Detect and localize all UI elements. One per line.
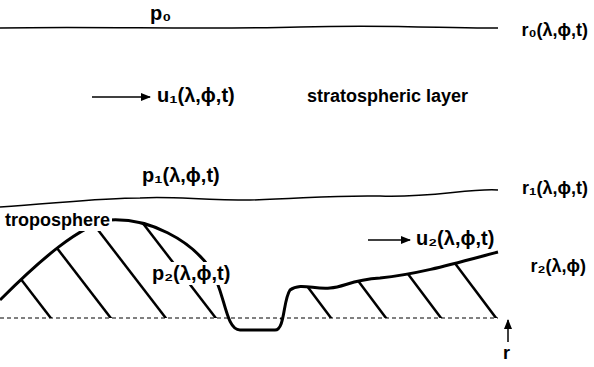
u2-arrow [368,239,410,241]
ground-hatching [0,200,505,330]
tropopause [0,190,498,207]
top-boundary [0,26,498,28]
layer-name: stratospheric layer [305,86,470,107]
pressure-label: p₀ [148,2,173,25]
pressure-label: p₂(λ,ϕ,t) [150,262,232,285]
layer-name: troposphere [3,210,112,231]
axis-label: r [501,343,512,364]
ground-surface [0,220,498,330]
u1-arrow [92,96,150,98]
pressure-label: p₁(λ,ϕ,t) [140,164,222,187]
wind-label: u₁(λ,ϕ,t) [155,84,237,107]
radius-label: r₁(λ,ϕ,t) [520,178,590,199]
wind-label: u₂(λ,ϕ,t) [414,227,496,250]
radius-label: r₀(λ,ϕ,t) [519,20,590,41]
radius-label: r₂(λ,ϕ) [529,256,589,277]
r-axis-arrow [507,320,509,342]
reference-dashed-line [0,318,498,319]
